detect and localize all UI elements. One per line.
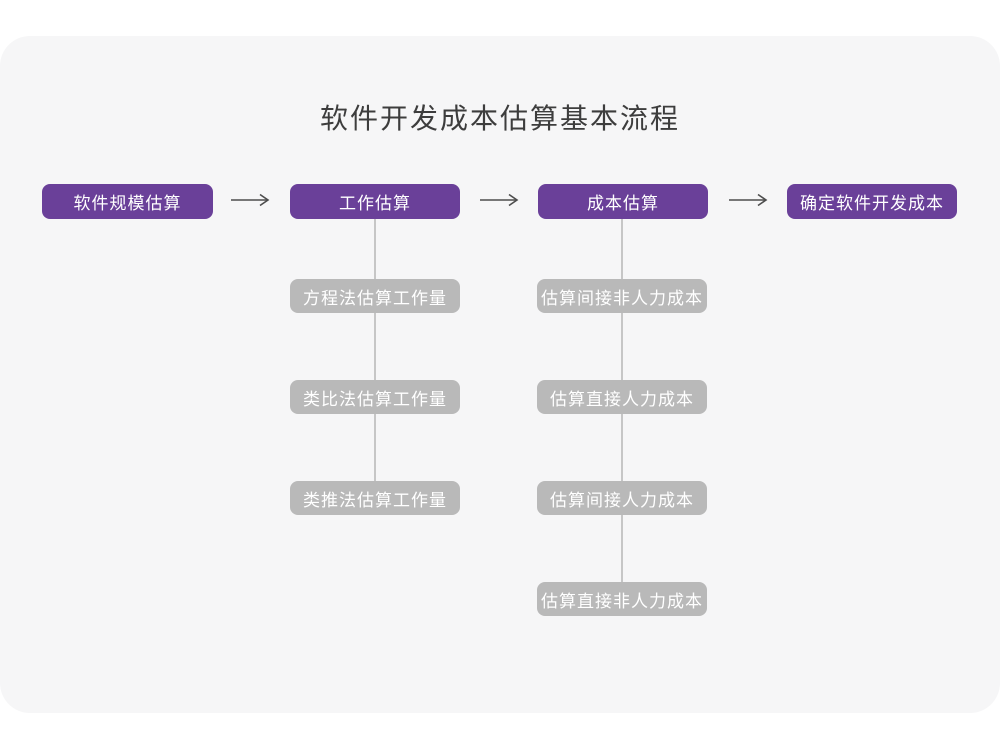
work-connector-line xyxy=(374,218,376,498)
cost-box-direct-non-labor: 估算直接非人力成本 xyxy=(537,582,707,616)
flow-arrow-icon xyxy=(480,193,519,207)
cost-box-indirect-labor: 估算间接人力成本 xyxy=(537,481,707,515)
step-box-cost-estimation: 成本估算 xyxy=(538,184,708,219)
method-box-analogy: 类比法估算工作量 xyxy=(290,380,460,414)
method-box-equation: 方程法估算工作量 xyxy=(290,279,460,313)
step-box-final-cost: 确定软件开发成本 xyxy=(787,184,957,219)
diagram-title: 软件开发成本估算基本流程 xyxy=(319,103,680,134)
diagram-card xyxy=(0,36,1000,713)
step-box-scale-estimation: 软件规模估算 xyxy=(42,184,213,219)
cost-box-indirect-non-labor: 估算间接非人力成本 xyxy=(537,279,707,313)
method-box-extrapolation: 类推法估算工作量 xyxy=(290,481,460,515)
flow-arrow-icon xyxy=(729,193,768,207)
flow-arrow-icon xyxy=(231,193,270,207)
step-box-effort-estimation: 工作估算 xyxy=(290,184,460,219)
cost-box-direct-labor: 估算直接人力成本 xyxy=(537,380,707,414)
